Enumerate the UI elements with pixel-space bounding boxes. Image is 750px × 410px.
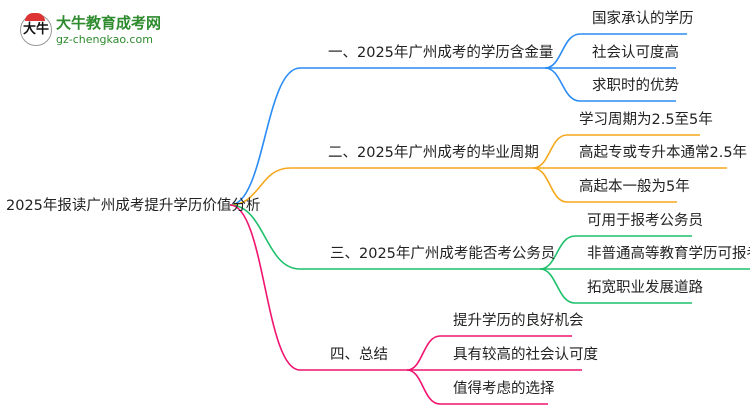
connector-b1-c3 — [544, 67, 676, 102]
branch-3-label: 三、2025年广州成考能否考公务员 — [330, 246, 556, 262]
connector-root-b4 — [229, 204, 407, 371]
branch-4-child-1: 提升学历的良好机会 — [453, 313, 584, 329]
branch-1-child-2: 社会认可度高 — [592, 45, 679, 61]
logo-url: gz-chengkao.com — [56, 33, 153, 46]
root-node: 2025年报读广州成考提升学历价值分析 — [6, 198, 261, 214]
branch-3-child-3: 拓宽职业发展道路 — [587, 280, 703, 296]
branch-2-child-2: 高起专或专升本通常2.5年 — [579, 145, 748, 161]
connector-b3-c1 — [539, 235, 692, 270]
branch-1-child-1: 国家承认的学历 — [592, 11, 694, 27]
logo-mark-icon: 大牛 — [20, 13, 52, 46]
branch-2-label: 二、2025年广州成考的毕业周期 — [328, 145, 539, 161]
branch-1-child-3: 求职时的优势 — [592, 78, 679, 94]
branch-4-child-2: 具有较高的社会认可度 — [453, 347, 598, 363]
connector-b4-c3 — [406, 369, 548, 405]
connector-b2-c3 — [532, 167, 677, 203]
connector-b1-c1 — [544, 33, 687, 69]
branch-2-child-1: 学习周期为2.5至5年 — [579, 112, 713, 128]
connector-root-b1 — [229, 67, 545, 206]
logo: 大牛 大牛教育成考网 gz-chengkao.com — [20, 12, 162, 52]
connector-root-b2 — [229, 167, 533, 206]
logo-title: 大牛教育成考网 — [56, 14, 162, 32]
branch-1-label: 一、2025年广州成考的学历含金量 — [328, 45, 554, 61]
connector-root-b3 — [229, 204, 540, 270]
branch-3-child-1: 可用于报考公务员 — [587, 213, 703, 229]
branch-4-label: 四、总结 — [330, 347, 388, 363]
branch-3-child-2: 非普通高等教育学历可报考 — [587, 246, 750, 262]
branch-2-child-3: 高起本一般为5年 — [579, 179, 690, 195]
connector-b4-c1 — [406, 335, 572, 371]
branch-4-child-3: 值得考虑的选择 — [453, 381, 555, 397]
connector-b2-c1 — [532, 134, 700, 169]
connector-b3-c3 — [539, 268, 692, 304]
